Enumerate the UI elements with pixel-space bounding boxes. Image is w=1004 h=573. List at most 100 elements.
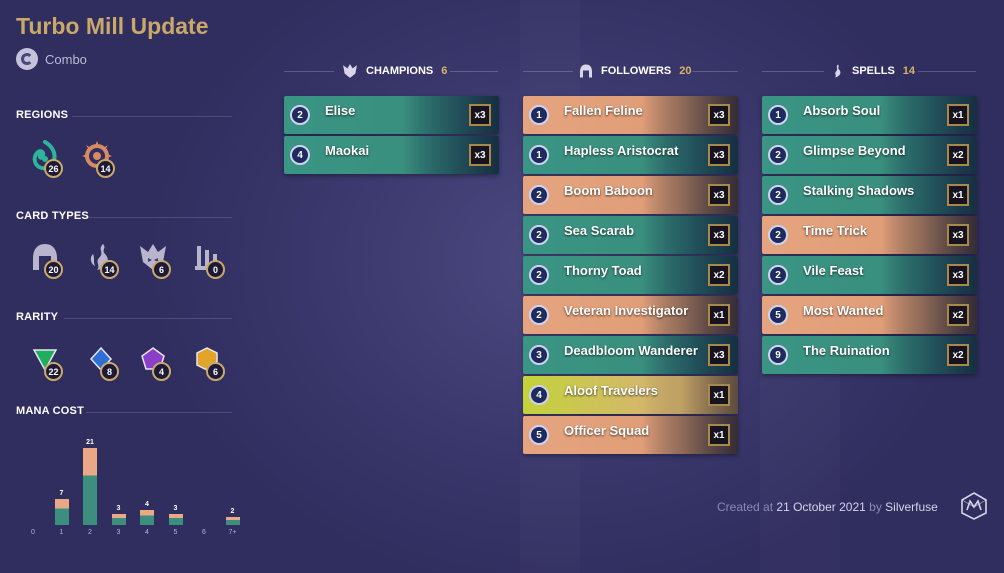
author-name[interactable]: Silverfuse bbox=[885, 500, 938, 514]
card-type-followers[interactable]: 20 bbox=[28, 240, 72, 284]
mana-bar-label: 3 bbox=[173, 505, 178, 512]
regions-heading: REGIONS bbox=[16, 109, 69, 121]
card-type-spells[interactable]: 14 bbox=[84, 240, 128, 284]
card-name: Thorny Toad bbox=[564, 262, 642, 278]
mana-bar[interactable] bbox=[140, 510, 154, 525]
mana-cost-gem: 5 bbox=[529, 425, 549, 445]
site-logo-icon[interactable] bbox=[960, 492, 988, 520]
mana-tick-label: 7+ bbox=[228, 529, 237, 536]
mana-cost-gem: 5 bbox=[768, 305, 788, 325]
card-name: Absorb Soul bbox=[803, 102, 881, 118]
mana-bar-label: 3 bbox=[116, 505, 121, 512]
region-bandle-city[interactable]: 14 bbox=[80, 139, 124, 183]
mana-bar[interactable] bbox=[83, 448, 97, 525]
card-quantity: x3 bbox=[469, 104, 491, 126]
divider bbox=[284, 71, 334, 72]
card-types-heading: CARD TYPES bbox=[16, 210, 89, 222]
card-name: Maokai bbox=[325, 142, 370, 158]
card-vile-feast[interactable]: 2 Vile Feast x3 bbox=[762, 256, 977, 294]
card-quantity: x3 bbox=[708, 104, 730, 126]
archetype-row: Combo bbox=[16, 48, 87, 70]
card-quantity: x3 bbox=[708, 184, 730, 206]
mana-cost-gem: 2 bbox=[768, 265, 788, 285]
mana-bar[interactable] bbox=[225, 517, 240, 525]
mana-cost-gem: 2 bbox=[290, 105, 310, 125]
mana-bar[interactable] bbox=[168, 514, 183, 525]
created-prefix: Created at bbox=[717, 500, 774, 514]
mana-cost-gem: 1 bbox=[529, 105, 549, 125]
champions-label: CHAMPIONS bbox=[366, 65, 434, 77]
mana-tick-label: 5 bbox=[173, 529, 178, 536]
region-count-badge: 14 bbox=[96, 159, 115, 178]
mana-cost-heading: MANA COST bbox=[16, 405, 84, 417]
mana-cost-gem: 2 bbox=[529, 265, 549, 285]
followers-label: FOLLOWERS bbox=[601, 65, 672, 77]
spell-icon bbox=[835, 64, 841, 78]
card-name: Hapless Aristocrat bbox=[564, 142, 679, 158]
mana-bar[interactable] bbox=[111, 514, 126, 525]
rarity-champion[interactable]: 6 bbox=[190, 342, 234, 386]
mana-tick-label: 2 bbox=[88, 529, 92, 536]
mana-tick-label: 0 bbox=[31, 529, 35, 536]
card-type-champions[interactable]: 6 bbox=[136, 240, 180, 284]
card-quantity: x3 bbox=[947, 224, 969, 246]
rarity-heading: RARITY bbox=[16, 311, 59, 323]
mana-cost-gem: 4 bbox=[290, 145, 310, 165]
created-date: 21 October 2021 bbox=[776, 500, 866, 514]
divider bbox=[918, 71, 976, 72]
mana-bar[interactable] bbox=[54, 499, 69, 525]
type-count-badge: 6 bbox=[152, 260, 171, 279]
common-rarity-icon bbox=[28, 342, 62, 376]
card-name: Aloof Travelers bbox=[564, 382, 658, 398]
combo-icon bbox=[16, 48, 38, 70]
card-name: Most Wanted bbox=[803, 302, 884, 318]
card-name: Boom Baboon bbox=[564, 182, 653, 198]
mana-bar-label: 2 bbox=[230, 508, 235, 515]
mana-tick-label: 4 bbox=[145, 529, 149, 536]
card-name: Sea Scarab bbox=[564, 222, 635, 238]
card-name: Vile Feast bbox=[803, 262, 864, 278]
rarity-common[interactable]: 22 bbox=[28, 342, 72, 386]
rarity-count-badge: 4 bbox=[152, 362, 171, 381]
region-shadow-isles[interactable]: 26 bbox=[28, 139, 72, 183]
card-type-landmarks[interactable]: 0 bbox=[190, 240, 234, 284]
rarity-epic[interactable]: 4 bbox=[136, 342, 180, 386]
spells-header: SPELLS 14 bbox=[830, 62, 915, 80]
champions-count: 6 bbox=[441, 65, 448, 77]
divider bbox=[88, 217, 232, 218]
champion-icon bbox=[343, 64, 357, 78]
card-quantity: x3 bbox=[947, 264, 969, 286]
card-quantity: x1 bbox=[708, 424, 730, 446]
rarity-rare[interactable]: 8 bbox=[84, 342, 128, 386]
card-quantity: x2 bbox=[947, 344, 969, 366]
followers-header: FOLLOWERS 20 bbox=[579, 62, 692, 80]
deck-footer: Created at 21 October 2021 by Silverfuse bbox=[717, 500, 938, 514]
rarity-count-badge: 6 bbox=[206, 362, 225, 381]
mana-cost-gem: 2 bbox=[768, 225, 788, 245]
type-count-badge: 20 bbox=[44, 260, 63, 279]
by-word: by bbox=[869, 500, 882, 514]
divider bbox=[450, 71, 498, 72]
card-name: Stalking Shadows bbox=[803, 182, 915, 198]
divider bbox=[692, 71, 738, 72]
mana-cost-gem: 2 bbox=[529, 305, 549, 325]
mana-cost-gem: 1 bbox=[529, 145, 549, 165]
mana-cost-gem: 9 bbox=[768, 345, 788, 365]
